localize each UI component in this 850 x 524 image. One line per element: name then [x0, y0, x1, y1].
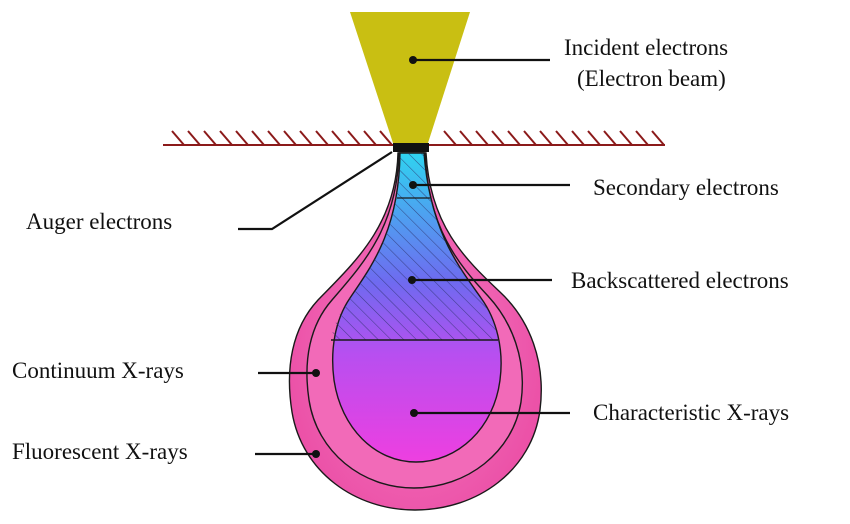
label-characteristic-xrays: Characteristic X-rays [593, 400, 789, 425]
surface-hatch-mark [364, 131, 376, 145]
dot-continuum [312, 369, 320, 377]
label-incident-electrons: Incident electrons [564, 35, 728, 60]
surface-hatch-mark [284, 131, 296, 145]
surface-hatch-mark [268, 131, 280, 145]
label-continuum-xrays: Continuum X-rays [12, 358, 184, 383]
dot-backscattered [408, 276, 416, 284]
surface-hatch-mark [556, 131, 568, 145]
dot-secondary [409, 181, 417, 189]
surface-hatch-mark [220, 131, 232, 145]
label-backscattered-electrons: Backscattered electrons [571, 268, 789, 293]
dot-characteristic [410, 409, 418, 417]
surface-hatch-mark [348, 131, 360, 145]
surface-hatch-mark [476, 131, 488, 145]
surface-hatch-mark [572, 131, 584, 145]
surface-hatch-mark [172, 131, 184, 145]
surface-hatch-mark [300, 131, 312, 145]
label-secondary-electrons: Secondary electrons [593, 175, 779, 200]
surface-hatch-mark [188, 131, 200, 145]
surface-hatch-mark [204, 131, 216, 145]
label-fluorescent-xrays: Fluorescent X-rays [12, 439, 188, 464]
surface-hatch-mark [540, 131, 552, 145]
surface-hatch-mark [236, 131, 248, 145]
surface-hatch-mark [332, 131, 344, 145]
surface-hatch-mark [492, 131, 504, 145]
auger-emission-region [393, 143, 429, 152]
surface-hatch-mark [508, 131, 520, 145]
surface-hatch-mark [620, 131, 632, 145]
leader-auger [238, 152, 392, 229]
surface-hatch-mark [652, 131, 664, 145]
surface-hatch-mark [588, 131, 600, 145]
surface-hatch-mark [636, 131, 648, 145]
surface-hatch-mark [252, 131, 264, 145]
surface-hatch-mark [316, 131, 328, 145]
surface-hatch-mark [444, 131, 456, 145]
label-electron-beam: (Electron beam) [577, 66, 726, 91]
surface-hatch-mark [604, 131, 616, 145]
surface-hatch-mark [460, 131, 472, 145]
electron-beam [350, 12, 470, 143]
label-auger-electrons: Auger electrons [26, 209, 172, 234]
surface-hatch-mark [524, 131, 536, 145]
dot-incident [409, 56, 417, 64]
backscattered-hatch-region [331, 153, 498, 340]
dot-fluorescent [312, 450, 320, 458]
